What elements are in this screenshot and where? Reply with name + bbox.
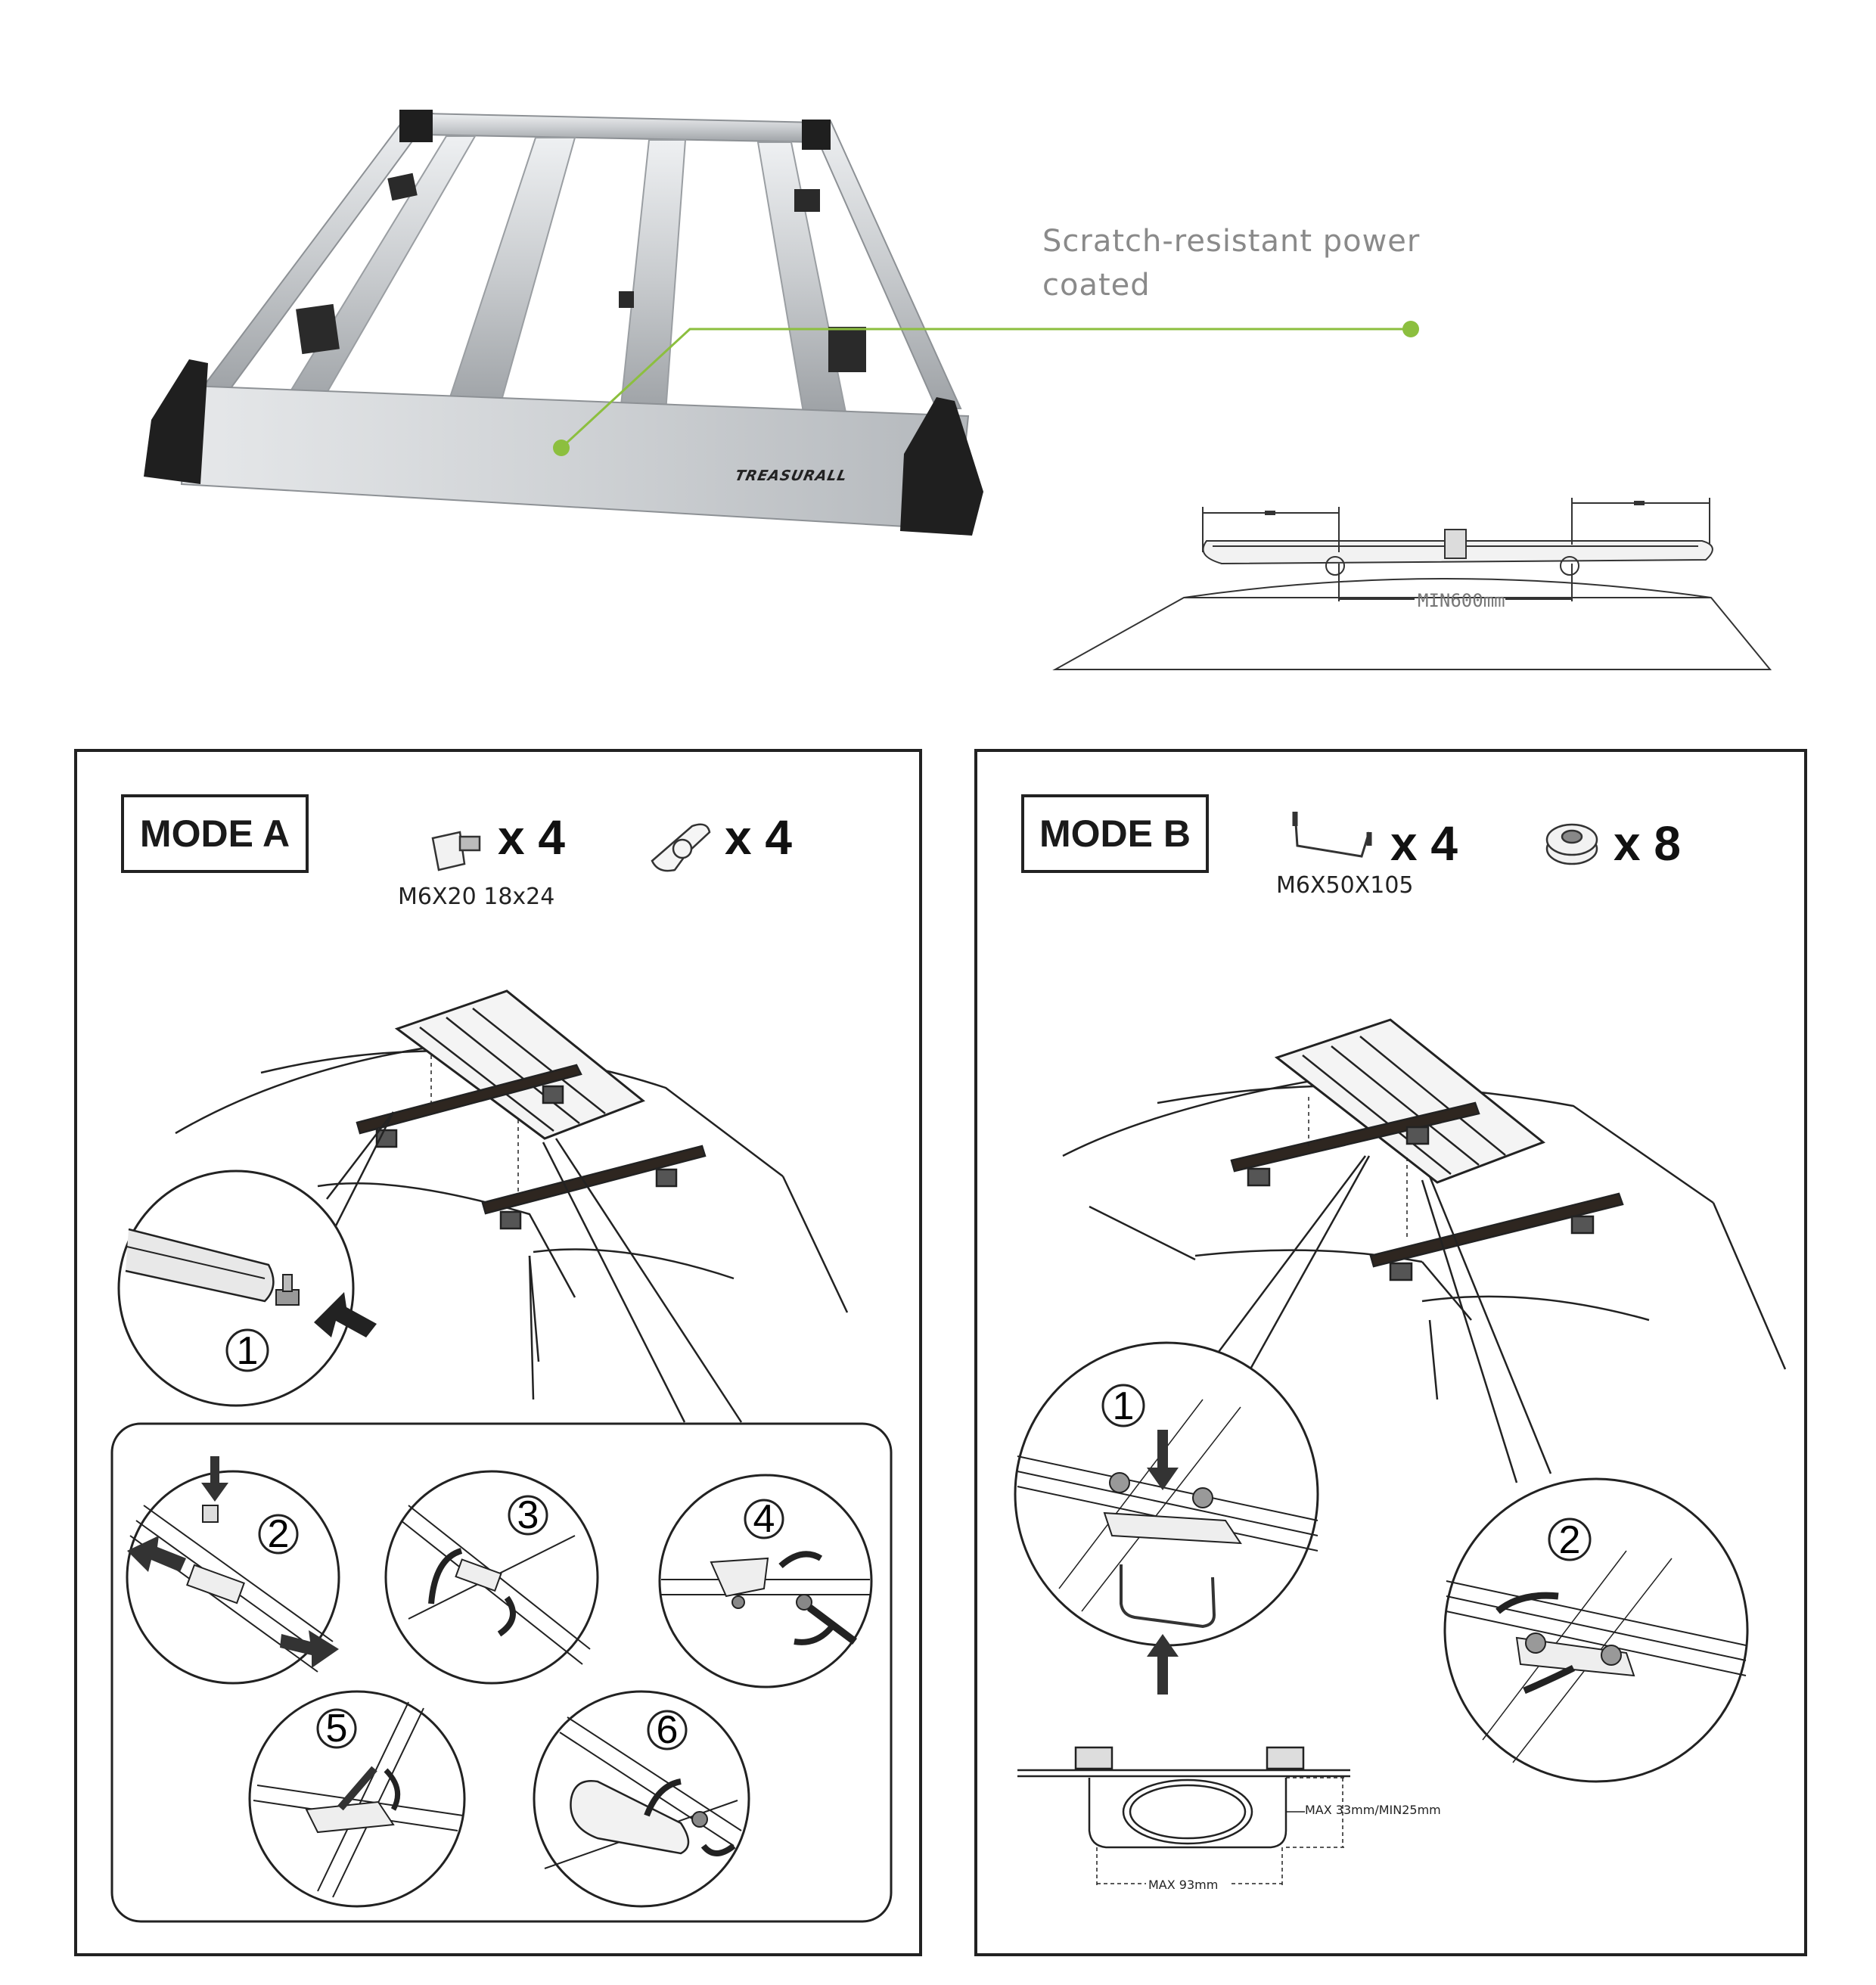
mode-a-step-2-number: 2: [268, 1512, 290, 1556]
coating-callout-text: Scratch-resistant power coated: [1042, 224, 1421, 303]
mode-a-step-6-detail: 6: [533, 1690, 750, 1908]
mode-a-bolt-spec: M6X20 18x24: [398, 884, 555, 910]
mode-b-nut-qty: x 8: [1614, 816, 1681, 871]
mode-b-step-2-detail: 2: [1443, 1477, 1749, 1783]
u-bolt-icon: [1292, 811, 1372, 858]
mode-a-step-6-number: 6: [657, 1708, 679, 1752]
mode-a-steps-box: [110, 1422, 893, 1923]
mode-a-step-5-number: 5: [326, 1707, 348, 1750]
mode-b-width-dimension: MAX 93mm: [1148, 1878, 1219, 1892]
min-spacing-label: MIN600mm: [1418, 590, 1505, 611]
mode-b-ubolt-qty: x 4: [1390, 816, 1458, 871]
mode-a-step-3-detail: 3: [384, 1470, 599, 1685]
mode-b-label: MODE B: [1021, 794, 1209, 873]
mode-b-car-illustration: [1062, 1018, 1787, 1483]
side-profile-diagram: [1052, 498, 1772, 670]
mode-a-step-2-detail: 2: [126, 1456, 340, 1685]
brand-logo-text: TREASURALL: [733, 468, 849, 484]
mode-a-step-3-number: 3: [517, 1493, 539, 1537]
mode-a-step-4-detail: 4: [658, 1474, 873, 1688]
mode-b-dimension-diagram: [1017, 1746, 1350, 1887]
mode-b-step-2-number: 2: [1559, 1518, 1581, 1562]
mode-a-step-1-detail: 1: [117, 1170, 377, 1407]
roof-rack-photo: [144, 110, 983, 536]
mode-a-step-4-number: 4: [753, 1497, 775, 1541]
t-bolt-icon: [431, 831, 481, 871]
mode-b-step-1-number: 1: [1113, 1384, 1135, 1428]
mode-a-car-illustration: [175, 989, 849, 1423]
mode-a-panel: [74, 749, 922, 1956]
mode-a-wingnut-qty: x 4: [725, 810, 792, 865]
mode-a-label: MODE A: [121, 794, 309, 873]
wing-nut-icon: [651, 823, 711, 872]
knob-nut-icon: [1545, 823, 1598, 865]
mode-b-ubolt-spec: M6X50X105: [1276, 872, 1414, 899]
mode-b-panel: [974, 749, 1807, 1956]
mode-a-step-5-detail: 5: [248, 1690, 466, 1908]
mode-b-height-dimension: MAX 33mm/MIN25mm: [1305, 1803, 1441, 1817]
mode-a-step-1-number: 1: [237, 1329, 259, 1373]
mode-a-bolt-qty: x 4: [498, 810, 565, 865]
mode-b-step-1-detail: 1: [1014, 1341, 1319, 1695]
callout-line: [553, 321, 1419, 456]
